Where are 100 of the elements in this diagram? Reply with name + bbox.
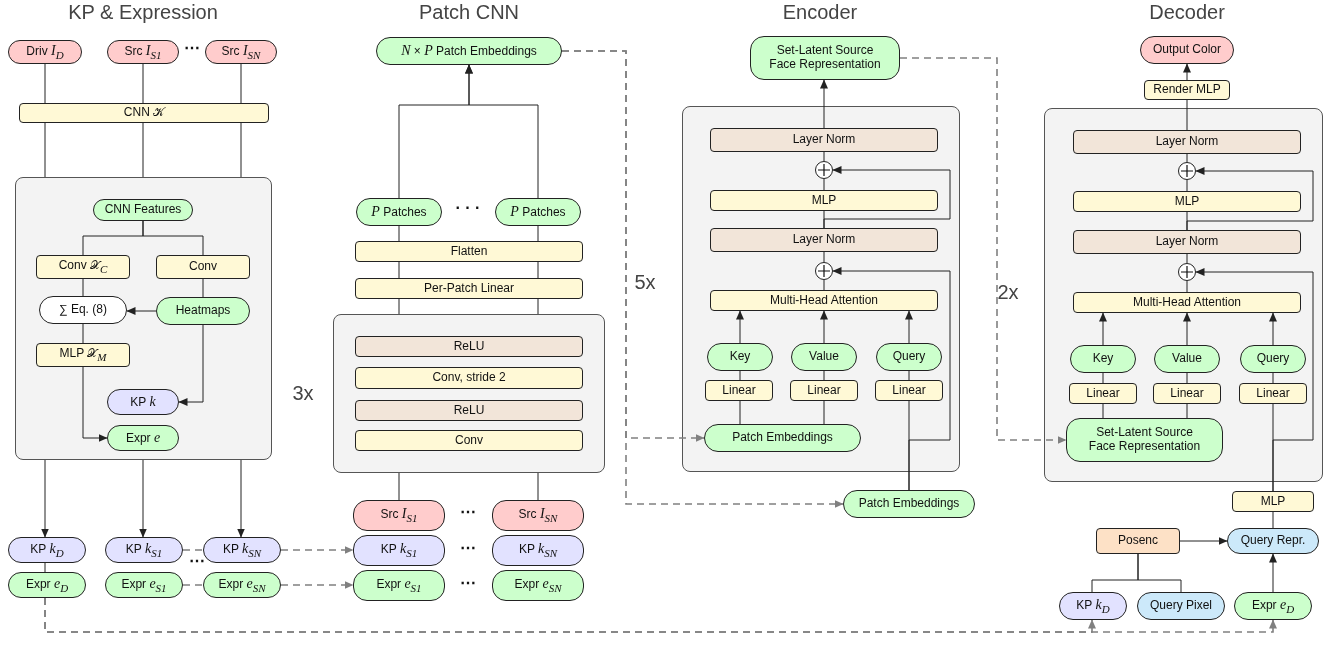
- dashed-arrow: [561, 50, 844, 508]
- connector-line: [398, 225, 400, 242]
- connector-line: [1272, 372, 1274, 384]
- connector-line: [1186, 99, 1188, 131]
- repeat-count: 3x: [292, 383, 314, 403]
- layer-block: Linear: [1069, 383, 1137, 404]
- connector-line: [739, 370, 741, 381]
- keypoint-pill: KP k: [107, 389, 179, 415]
- connector-line: [823, 251, 825, 263]
- feature-pill: Set-Latent Source Face Representation: [750, 36, 900, 80]
- layer-block: CNN 𝒦: [19, 103, 269, 123]
- layer-block: Linear: [1153, 383, 1221, 404]
- connector-line: [398, 261, 400, 279]
- arrow: [736, 310, 744, 344]
- connector-line: [908, 400, 910, 491]
- feature-pill: Expr e$_{S1}$: [353, 570, 445, 601]
- connector-line: [537, 261, 539, 279]
- feature-pill: P Patches: [495, 198, 581, 226]
- arrow: [139, 459, 147, 538]
- connector-line: [739, 400, 741, 425]
- ellipsis: ⋯: [460, 575, 476, 591]
- layer-block: Conv: [156, 255, 250, 279]
- arrow: [1183, 63, 1191, 81]
- feature-pill: Expr e$_{SN}$: [203, 572, 281, 598]
- arrow: [1099, 312, 1107, 346]
- column-heading: Encoder: [782, 2, 858, 22]
- column-heading: Decoder: [1149, 2, 1225, 22]
- feature-pill: Heatmaps: [156, 297, 250, 325]
- feature-pill: Value: [1154, 345, 1220, 373]
- feature-pill: Query: [876, 343, 942, 371]
- plus-circle: [1178, 263, 1196, 281]
- connector-line: [82, 323, 84, 344]
- feature-pill: Value: [791, 343, 857, 371]
- dashed-arrow: [280, 581, 354, 589]
- connector-line: [1186, 372, 1188, 384]
- connector-line: [1102, 372, 1104, 384]
- column-heading: KP & Expression: [68, 2, 218, 22]
- feature-pill: Query: [1240, 345, 1306, 373]
- plus-circle: [815, 262, 833, 280]
- group-panel: [1044, 108, 1323, 482]
- connector-line: [1272, 403, 1274, 492]
- layer-block: Linear: [1239, 383, 1307, 404]
- input-pill: Src I$_{SN}$: [492, 500, 584, 531]
- connector-line: [142, 122, 144, 178]
- connector-line: [1186, 403, 1188, 419]
- connector-line: [537, 298, 539, 315]
- arrow: [178, 324, 204, 406]
- group-panel: [15, 177, 272, 460]
- norm-block: Layer Norm: [710, 128, 938, 152]
- repeat-count: 2x: [997, 282, 1019, 302]
- plus-circle: [1178, 162, 1196, 180]
- dashed-line: [182, 584, 204, 586]
- layer-block: MLP: [1232, 491, 1314, 512]
- arrow: [820, 79, 828, 129]
- layer-block: Multi-Head Attention: [1073, 292, 1301, 313]
- column-heading: Patch CNN: [419, 2, 519, 22]
- connector-line: [823, 400, 825, 425]
- connector-line: [1186, 153, 1188, 163]
- ellipsis: ⋯: [184, 40, 200, 56]
- layer-block: Per-Patch Linear: [355, 278, 583, 299]
- group-panel: [333, 314, 605, 473]
- connector-line: [823, 370, 825, 381]
- layer-block: MLP: [1073, 191, 1301, 212]
- layer-block: Flatten: [355, 241, 583, 262]
- connector-line: [537, 472, 539, 501]
- connector-line: [82, 278, 84, 297]
- connector-line: [823, 151, 825, 162]
- keypoint-pill: KP k$_{S1}$: [105, 537, 183, 563]
- feature-pill: Key: [1070, 345, 1136, 373]
- keypoint-pill: KP k$_{SN}$: [203, 537, 281, 563]
- layer-block: Multi-Head Attention: [710, 290, 938, 311]
- connector-line: [1186, 211, 1188, 231]
- arrow: [820, 310, 828, 344]
- connector-line: [1272, 511, 1274, 529]
- feature-pill: Expr e: [107, 425, 179, 451]
- input-pill: Src I$_{S1}$: [107, 40, 179, 64]
- arrow: [1186, 167, 1314, 231]
- connector-line: [44, 63, 46, 104]
- feature-pill: Key: [707, 343, 773, 371]
- norm-block: ReLU: [355, 336, 583, 357]
- layer-block: Conv: [355, 430, 583, 451]
- encoding-block: Posenc: [1096, 528, 1180, 554]
- query-pill: Query Repr.: [1227, 528, 1319, 554]
- connector-line: [202, 278, 204, 298]
- sum-pill: ∑ Eq. (8): [39, 296, 127, 324]
- group-panel: [682, 106, 960, 472]
- feature-pill: N × P Patch Embeddings: [376, 37, 562, 65]
- connector-line: [823, 279, 825, 291]
- feature-pill: Patch Embeddings: [843, 490, 975, 518]
- arrow: [126, 307, 157, 315]
- feature-pill: Expr e$_{SN}$: [492, 570, 584, 601]
- input-pill: Output Color: [1140, 36, 1234, 64]
- connector-line: [1186, 280, 1188, 293]
- keypoint-pill: KP k$_{D}$: [8, 537, 86, 563]
- layer-block: Render MLP: [1144, 80, 1230, 100]
- connector-line: [823, 210, 825, 229]
- feature-pill: Expr e$_{D}$: [8, 572, 86, 598]
- connector-line: [240, 122, 242, 178]
- arrow: [237, 459, 245, 538]
- keypoint-pill: KP k$_{D}$: [1059, 592, 1127, 620]
